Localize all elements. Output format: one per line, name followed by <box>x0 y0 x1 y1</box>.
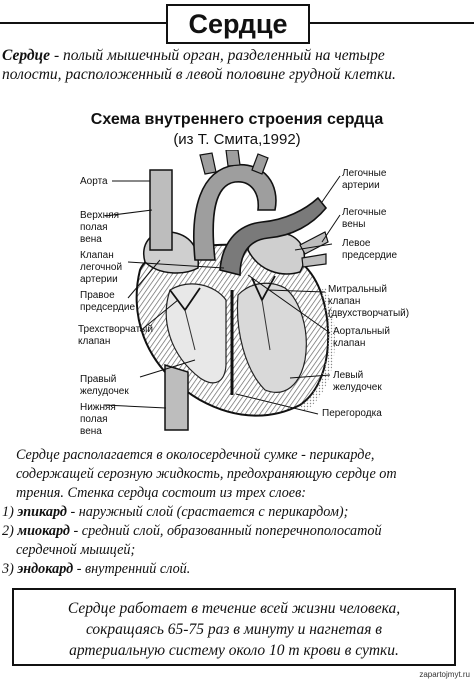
pulmonary-vein-2 <box>301 253 327 268</box>
fact-line-1: Сердце работает в течение всей жизни чел… <box>67 600 401 617</box>
right-ventricle-cavity <box>165 283 227 384</box>
footer-watermark: zapartojmyt.ru <box>419 670 470 679</box>
leader-lines-left <box>103 180 225 409</box>
epicardium-band <box>300 288 336 412</box>
superior-vena-cava <box>149 169 173 251</box>
body-line-2: содержащей серозную жидкость, предохраня… <box>16 466 397 482</box>
intro-term: Сердце <box>2 47 51 64</box>
layer-item-2-cont: сердечной мышцей; <box>16 542 136 558</box>
pulmonary-trunk <box>219 196 328 277</box>
heart-diagram <box>103 150 341 431</box>
intro-line1: - полый мышечный орган, разделенный на ч… <box>50 47 385 64</box>
aorta-branch-2 <box>225 150 241 167</box>
fact-line-3: артериальную систему около 10 т крови в … <box>69 642 399 659</box>
body-line-1: Сердце располагается в околосердечной су… <box>16 447 375 463</box>
body-text: Сердце располагается в околосердечной су… <box>2 446 472 579</box>
label-septum: Перегородка <box>322 408 382 419</box>
body-line-3: трения. Стенка сердца состоит из трех сл… <box>16 485 306 501</box>
fact-box: Сердце работает в течение всей жизни чел… <box>12 588 456 666</box>
label-aorta: Аорта <box>80 176 108 187</box>
left-ventricle-cavity <box>236 282 307 393</box>
layer-item-3: 3) эндокард - внутренний слой. <box>2 561 191 577</box>
page-title: Сердце <box>166 4 310 44</box>
aorta-branch-3 <box>251 153 269 175</box>
layer-item-2: 2) миокард - средний слой, образованный … <box>2 523 382 539</box>
scheme-subtitle: (из Т. Смита,1992) <box>173 131 301 148</box>
scheme-title: Схема внутреннего строения сердца <box>90 111 384 128</box>
aorta-arch <box>192 164 277 261</box>
intro-paragraph: Сердце - полый мышечный орган, разделенн… <box>2 46 472 84</box>
layer-item-1: 1) эпикард - наружный слой (срастается с… <box>2 504 349 520</box>
pulmonary-vein <box>299 231 329 255</box>
aorta-branch-1 <box>199 152 217 175</box>
leader-lines-right <box>235 175 341 415</box>
inferior-vena-cava <box>164 363 189 431</box>
chordae <box>184 299 271 351</box>
fact-line-2: сокращаясь 65-75 раз в минуту и нагнетая… <box>85 621 383 638</box>
intro-line2: полости, расположенный в левой половине … <box>2 66 396 83</box>
